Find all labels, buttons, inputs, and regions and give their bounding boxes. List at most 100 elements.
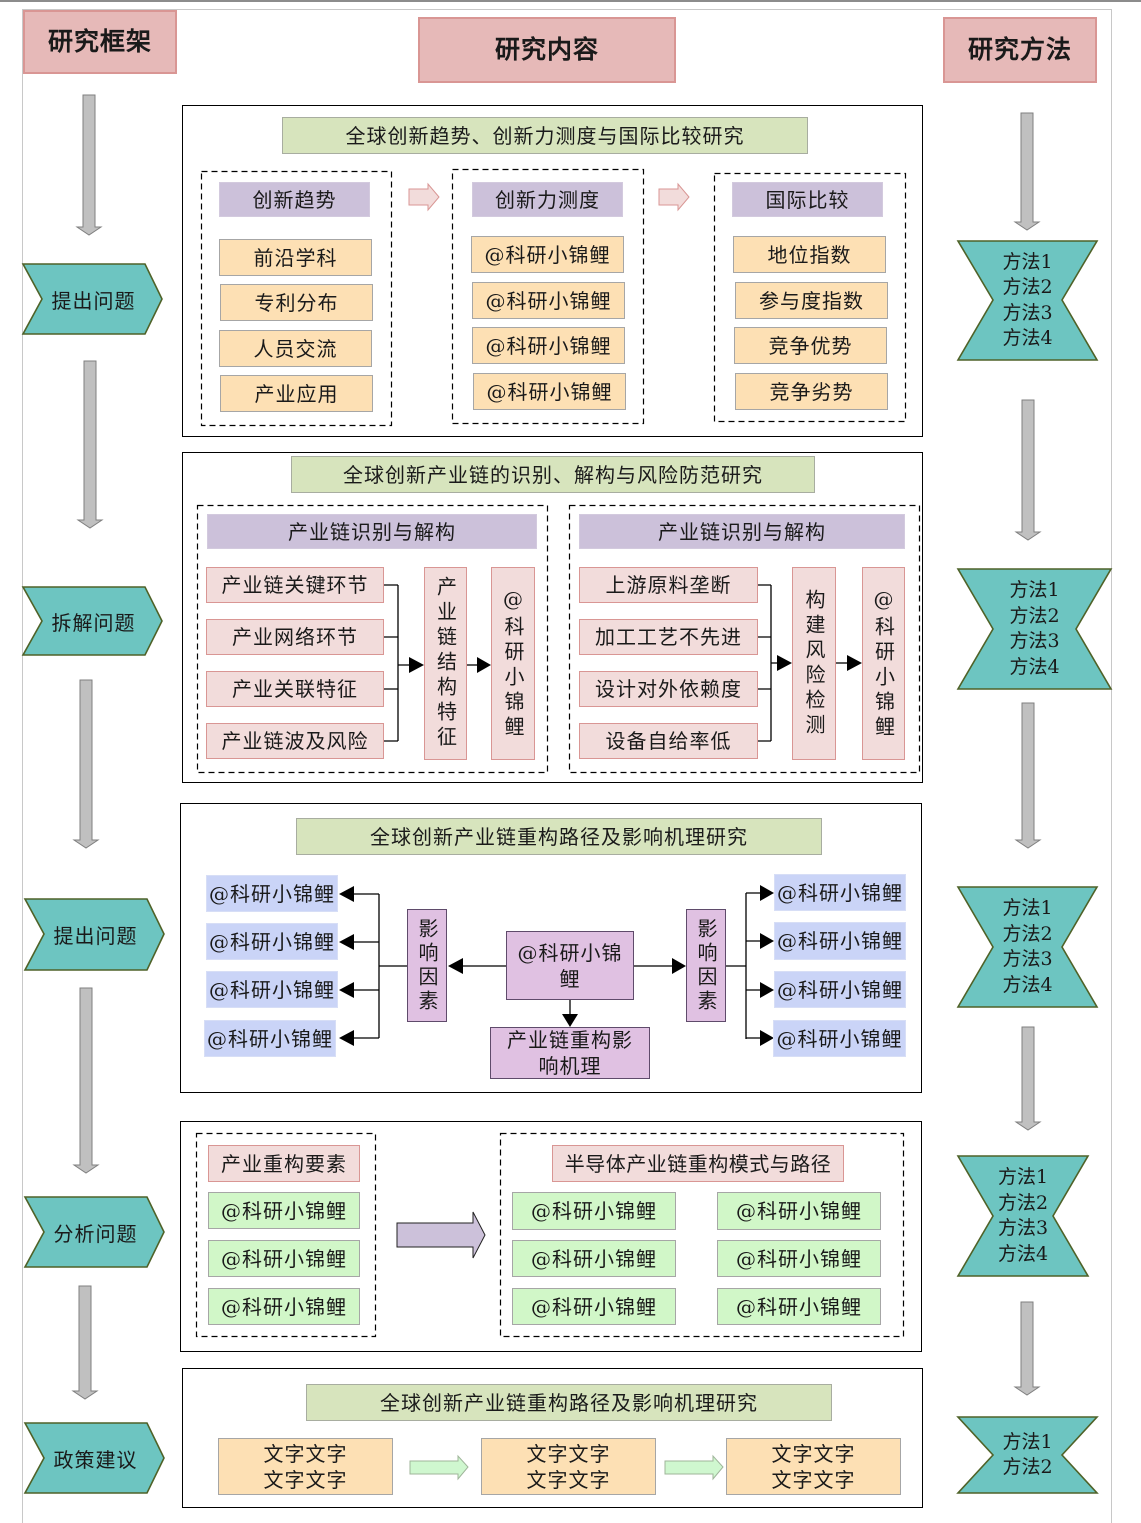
factor-label: 影响因素 <box>694 917 718 1014</box>
left-outcome-box: @科研小锦鲤 <box>204 1020 336 1057</box>
stage-box: 产业链结构特征 <box>424 567 467 760</box>
s1-group-frame-3 <box>713 172 907 423</box>
path-box: @科研小锦鲤 <box>512 1240 676 1277</box>
item-box: 专利分布 <box>220 284 373 321</box>
s4-transition-arrow <box>396 1211 486 1259</box>
policy-step-box: 文字文字 文字文字 <box>481 1438 656 1495</box>
method-item: 方法3 <box>997 1217 1049 1239</box>
method-hourglass-5 <box>956 1416 1099 1494</box>
factor-label: 影响因素 <box>415 917 439 1014</box>
item-box: @科研小锦鲤 <box>471 236 624 273</box>
method-item: 方法2 <box>1002 922 1053 945</box>
item-box: 竞争优势 <box>734 327 887 364</box>
item-box: 前沿学科 <box>219 239 372 276</box>
item-box: 产业应用 <box>220 375 373 412</box>
s1-right-arrow-2 <box>658 182 690 212</box>
method-down-arrow-1 <box>1013 112 1041 231</box>
method-hourglass-4 <box>956 1155 1090 1277</box>
method-item: 方法3 <box>1009 630 1060 652</box>
policy-step-box: 文字文字 文字文字 <box>726 1438 901 1495</box>
policy-step-line: 文字文字 <box>771 1441 856 1466</box>
framework-chevron-4 <box>23 1196 165 1268</box>
s1-right-arrow-1 <box>408 182 440 212</box>
framework-down-arrow-5 <box>71 1285 99 1400</box>
s4-group-frame-right <box>499 1132 905 1338</box>
stage-box: @科研小锦鲤 <box>862 567 905 760</box>
s3-center-to-left-factor-arrowhead <box>448 958 463 974</box>
s5-step-arrow-2 <box>664 1454 724 1481</box>
s3-right-arrowhead-1 <box>760 885 774 901</box>
s2-left-bracket-connector <box>384 584 410 742</box>
s2-left-arrowhead-2 <box>477 657 491 673</box>
section-chain-identification <box>182 452 923 783</box>
s1-group-frame-1 <box>200 170 393 427</box>
method-down-arrow-3 <box>1014 702 1042 849</box>
path-box: @科研小锦鲤 <box>717 1192 881 1230</box>
framework-step-label: 提出问题 <box>51 288 136 313</box>
left-outcome-box: @科研小锦鲤 <box>206 923 338 960</box>
method-list-1: 方法1 方法2 方法3 方法4 <box>958 241 1097 360</box>
method-item: 方法2 <box>1002 1456 1053 1478</box>
stage-box: 构建风险检测 <box>792 567 836 760</box>
group-label: 创新力测度 <box>472 182 623 217</box>
s3-center-to-mechanism-arrowhead <box>562 1014 578 1027</box>
s2-right-arrowhead-2 <box>847 655 862 671</box>
item-box: 产业链关键环节 <box>206 567 384 603</box>
item-box: @科研小锦鲤 <box>472 282 625 319</box>
content-column-header: 研究内容 <box>418 17 676 83</box>
left-factor-box: 影响因素 <box>407 909 447 1022</box>
s4-group-frame-left <box>195 1132 377 1338</box>
method-down-arrow-2 <box>1014 399 1042 541</box>
item-box: 产业链波及风险 <box>206 723 384 759</box>
left-outcome-box: @科研小锦鲤 <box>206 971 338 1008</box>
group-label: 产业链识别与解构 <box>579 514 905 549</box>
item-box: 设计对外依赖度 <box>579 671 758 707</box>
s3-left-arrowhead-4 <box>339 1030 354 1046</box>
item-box: 地位指数 <box>733 236 886 273</box>
s3-left-arrowhead-3 <box>339 982 354 998</box>
framework-chevron-1 <box>21 263 163 335</box>
method-down-arrow-5 <box>1013 1301 1041 1396</box>
framework-step-label: 提出问题 <box>53 924 138 948</box>
s2-left-arrowhead-1 <box>409 657 424 673</box>
section-title: 全球创新产业链的识别、解构与风险防范研究 <box>291 456 815 493</box>
s3-right-arrowhead-4 <box>760 1030 774 1046</box>
stage-label: @科研小锦鲤 <box>501 586 525 741</box>
framework-column-header: 研究框架 <box>23 10 177 74</box>
stage-label: @科研小锦鲤 <box>871 586 896 741</box>
item-box: @科研小锦鲤 <box>473 373 626 410</box>
center-node-box: @科研小锦鲤 <box>506 931 634 1000</box>
item-box: 参与度指数 <box>735 282 888 319</box>
section-title: 全球创新产业链重构路径及影响机理研究 <box>296 818 822 855</box>
method-item: 方法1 <box>1002 250 1053 273</box>
framework-chevron-3 <box>23 898 165 971</box>
s3-right-arrowhead-3 <box>760 982 774 998</box>
framework-down-arrow-2 <box>76 360 104 529</box>
item-box: 人员交流 <box>219 330 372 367</box>
item-box: 上游原料垄断 <box>579 567 758 603</box>
methods-column-header: 研究方法 <box>943 17 1097 83</box>
policy-step-line: 文字文字 <box>263 1441 348 1466</box>
method-list-3: 方法1 方法2 方法3 方法4 <box>958 887 1097 1007</box>
path-box: @科研小锦鲤 <box>717 1288 881 1325</box>
policy-step-line: 文字文字 <box>526 1467 611 1492</box>
s3-center-to-right-factor-arrowhead <box>672 958 686 974</box>
s1-group-frame-2 <box>451 168 645 425</box>
stage-label: 构建风险检测 <box>802 588 826 739</box>
method-item: 方法2 <box>1002 276 1053 298</box>
method-hourglass-1 <box>956 240 1099 361</box>
method-item: 方法1 <box>1009 579 1060 601</box>
framework-step-label: 分析问题 <box>53 1221 138 1246</box>
group-label: 产业重构要素 <box>208 1145 360 1182</box>
method-item: 方法1 <box>1002 897 1053 919</box>
s2-right-bracket-connector <box>758 584 778 742</box>
method-item: 方法4 <box>1009 655 1060 678</box>
section-restructuring-paths <box>180 803 922 1093</box>
page-frame <box>22 9 1112 1523</box>
method-item: 方法4 <box>997 1242 1049 1265</box>
method-list-4: 方法1 方法2 方法3 方法4 <box>958 1156 1088 1276</box>
method-item: 方法1 <box>997 1166 1049 1188</box>
right-outcome-box: @科研小锦鲤 <box>774 922 906 960</box>
item-box: @科研小锦鲤 <box>472 327 625 364</box>
